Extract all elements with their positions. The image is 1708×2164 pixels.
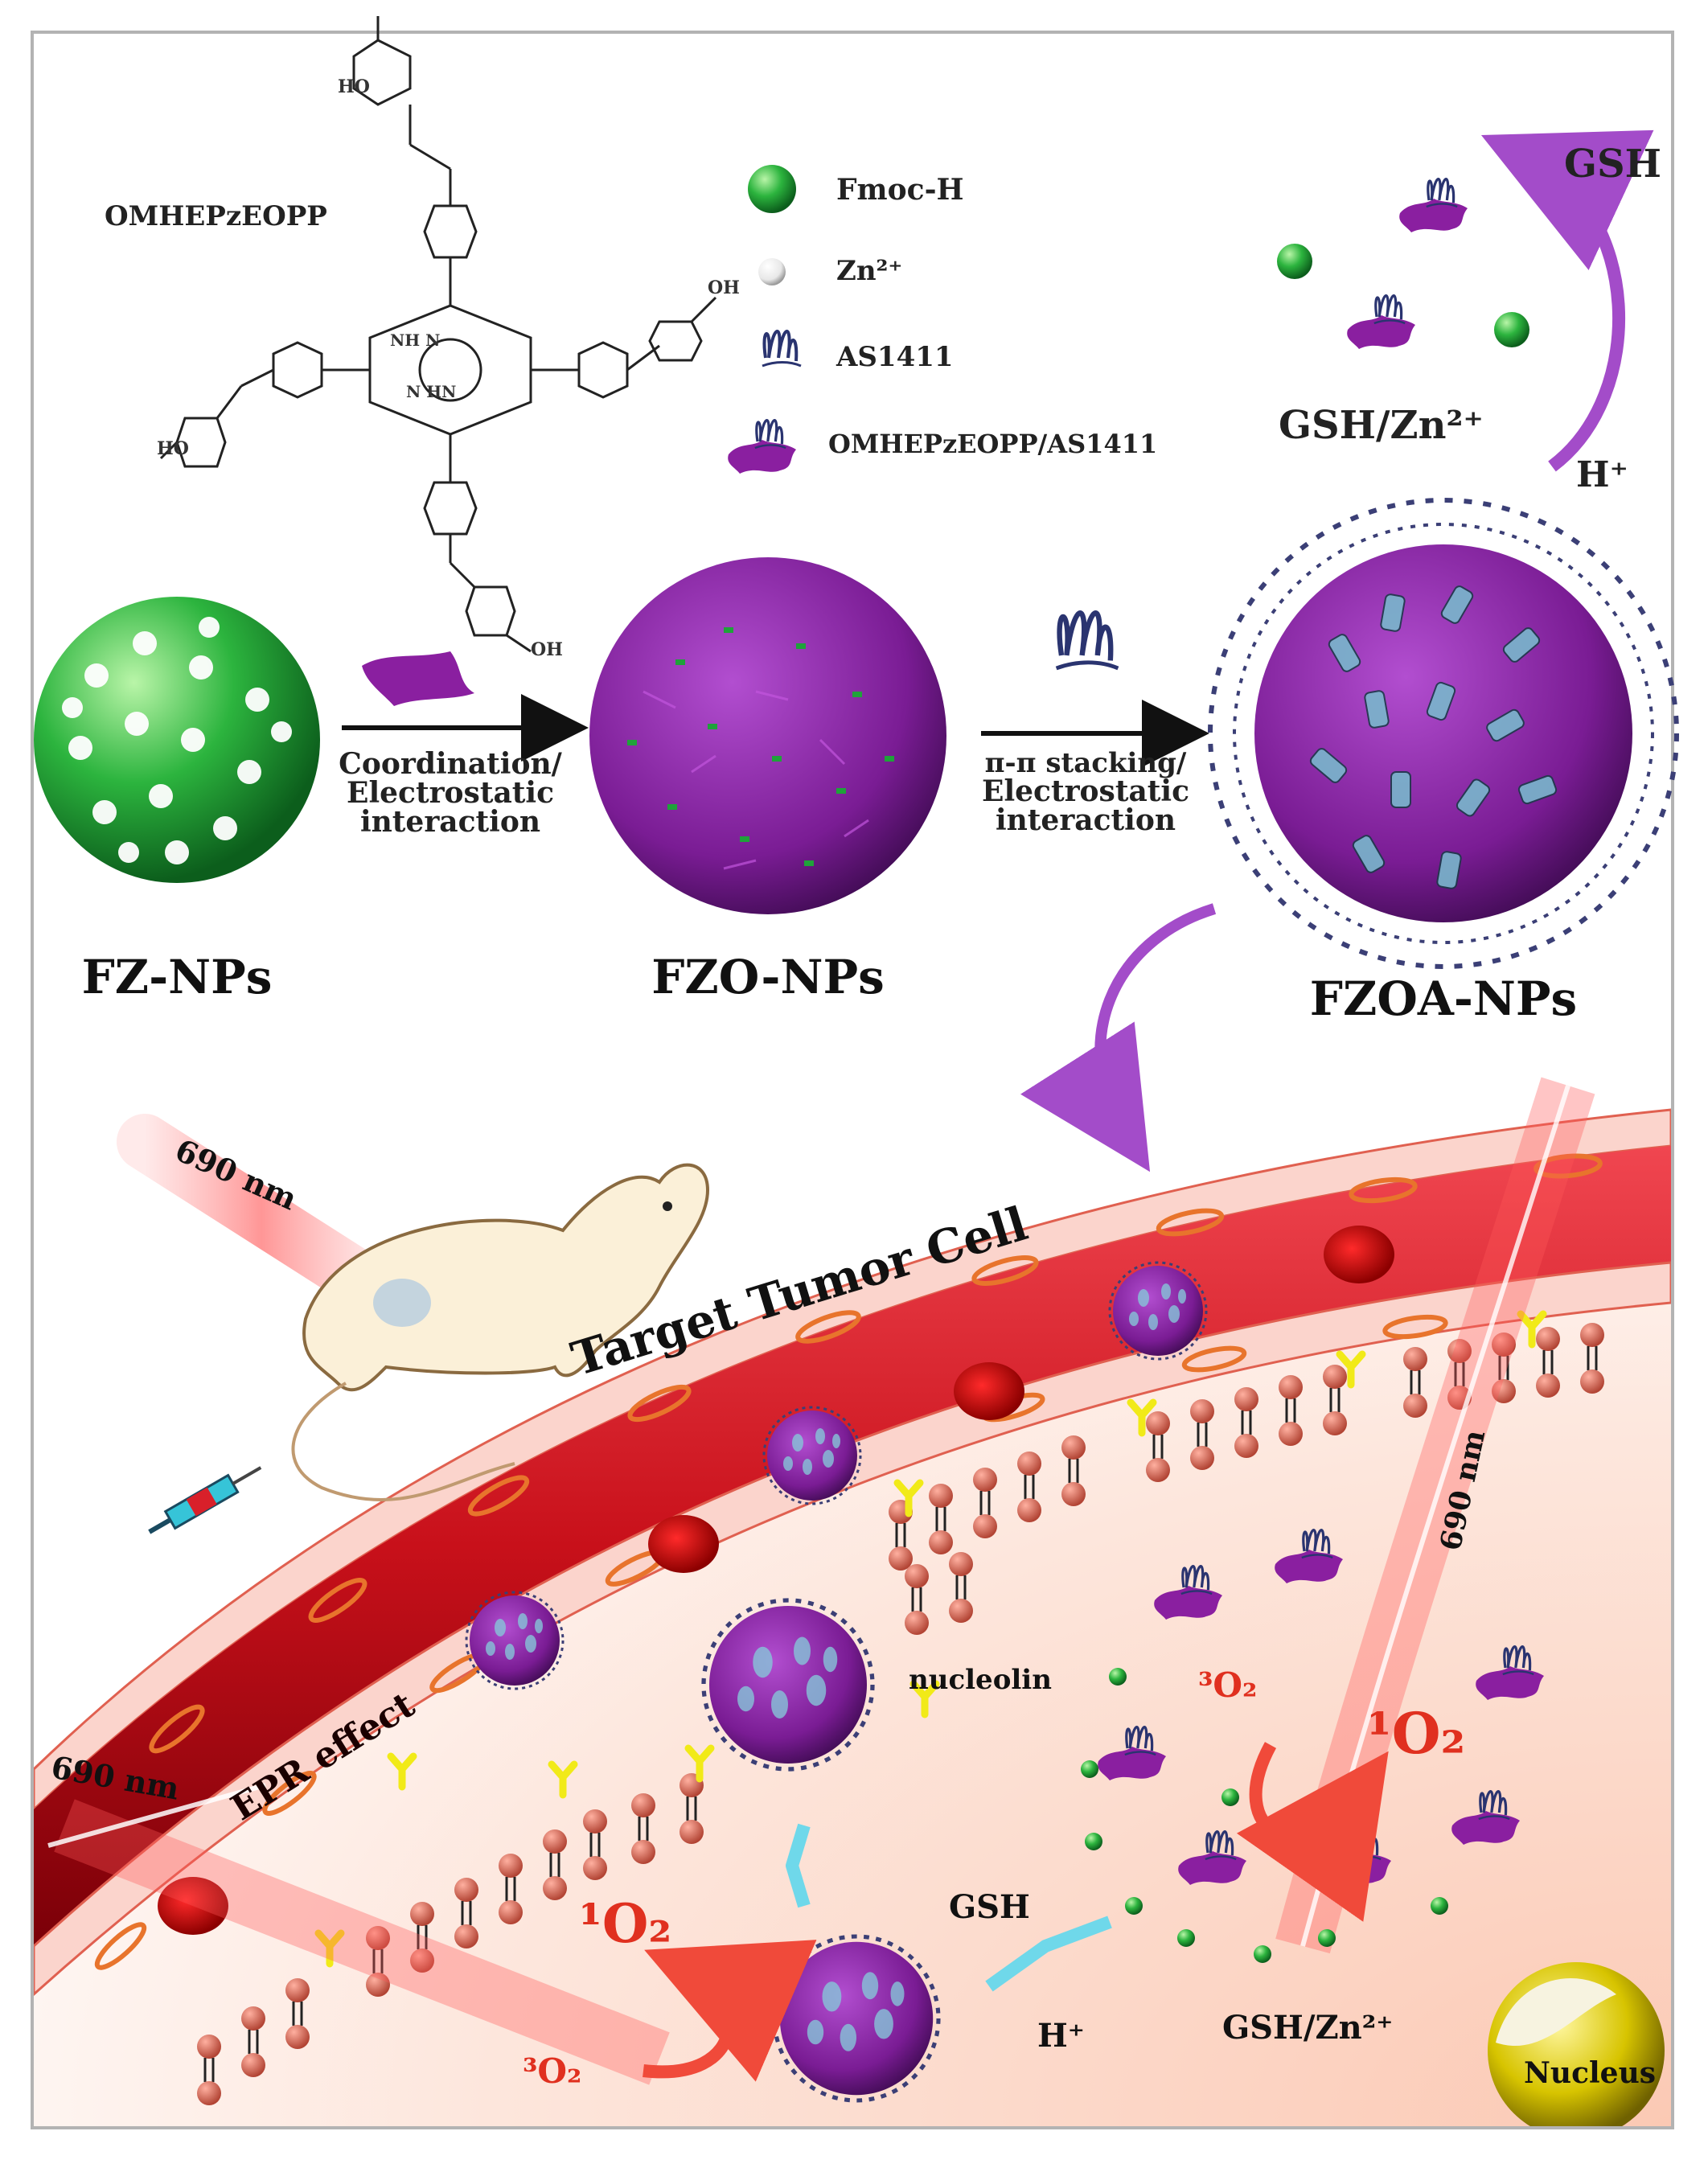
legend-fmoc-label: Fmoc-H <box>836 173 964 207</box>
legend-as1411-label: AS1411 <box>836 341 954 373</box>
molecule-name: OMHEPzEOPP <box>105 200 327 232</box>
step2-line3: interaction <box>996 803 1176 837</box>
ros-arrow-left <box>643 1940 817 2082</box>
molecule-oh-bottom: OH <box>531 639 563 660</box>
step1-line3: interaction <box>360 805 540 839</box>
delivery-arrow <box>1020 903 1217 1172</box>
white-sphere-icon <box>758 258 786 285</box>
step2-line1: π-π stacking/ <box>985 747 1187 779</box>
syringe-icon <box>148 1466 262 1534</box>
o2-singlet-left: ¹O₂ <box>579 1892 671 1955</box>
cyto-h-label: H⁺ <box>1037 2017 1085 2055</box>
o2-singlet-right: ¹O₂ <box>1367 1700 1465 1767</box>
tumor-scene <box>34 1077 1671 2126</box>
nucleus-label: Nucleus <box>1524 2056 1656 2090</box>
released-fmoc-dots <box>1081 1668 1448 1963</box>
released-fmoc-2 <box>1494 312 1529 347</box>
molecule-structure <box>159 16 717 653</box>
release-cycle: GSH GSH/Zn²⁺ H⁺ <box>1277 130 1661 495</box>
laser-mouse <box>117 1114 406 1319</box>
complex-icon <box>728 421 796 474</box>
released-complex-1 <box>1399 179 1468 232</box>
red-blood-cells <box>158 1226 1394 1935</box>
ros-arrow-right <box>1236 1742 1389 1922</box>
fzoa-nps-label: FZOA-NPs <box>1310 971 1577 1026</box>
released-complex-2 <box>1347 296 1415 349</box>
fzo-nps-sphere <box>589 557 946 914</box>
o2-triplet-left: ³O₂ <box>523 2051 581 2091</box>
fz-nps-sphere <box>34 597 320 883</box>
cycle-h-label: H⁺ <box>1576 454 1628 495</box>
cycle-gsh-label: GSH <box>1564 142 1661 187</box>
green-sphere-icon <box>748 165 796 213</box>
blood-vessel <box>34 1146 1671 1946</box>
release-arrow-vertical <box>786 1823 811 1908</box>
molecule-nh-left: NH N <box>390 331 440 350</box>
laser-left <box>54 1799 670 2085</box>
step1-line2: Electrostatic <box>347 776 554 810</box>
molecule-ho-top: HO <box>338 76 370 97</box>
release-arrow-horizontal <box>985 1916 1112 1992</box>
legend-zn-label: Zn²⁺ <box>836 255 902 287</box>
cycle-gsh-zn-label: GSH/Zn²⁺ <box>1279 403 1484 448</box>
molecule-nh-right: N HN <box>406 382 456 401</box>
cycle-arrow <box>1480 130 1654 472</box>
cyto-gsh-label: GSH <box>949 1888 1030 1926</box>
legend-complex-label: OMHEPzEOPP/AS1411 <box>828 429 1157 459</box>
porphyrin-sheet-icon <box>362 651 474 706</box>
mouse-icon <box>291 1163 710 1501</box>
nucleolin-label: nucleolin <box>909 1664 1052 1696</box>
fzoa-nps-sphere <box>1208 498 1679 969</box>
legend: Fmoc-H Zn²⁺ AS1411 OMHEPzEOPP/AS1411 <box>728 165 1157 474</box>
step1-line1: Coordination/ <box>339 747 562 781</box>
released-fmoc-1 <box>1277 244 1312 279</box>
step2-line2: Electrostatic <box>982 774 1189 808</box>
aptamer-icon <box>761 330 803 368</box>
fzo-nps-label: FZO-NPs <box>651 950 885 1004</box>
aptamer-step-icon <box>1057 613 1119 668</box>
molecule-ho-left: HO <box>157 438 189 459</box>
o2-triplet-right: ³O₂ <box>1198 1665 1257 1705</box>
cyto-gsh-zn-label: GSH/Zn²⁺ <box>1222 2009 1393 2047</box>
molecule-oh-right: OH <box>708 277 740 298</box>
fz-nps-label: FZ-NPs <box>82 950 273 1004</box>
nucleus-icon <box>1488 1962 1665 2126</box>
